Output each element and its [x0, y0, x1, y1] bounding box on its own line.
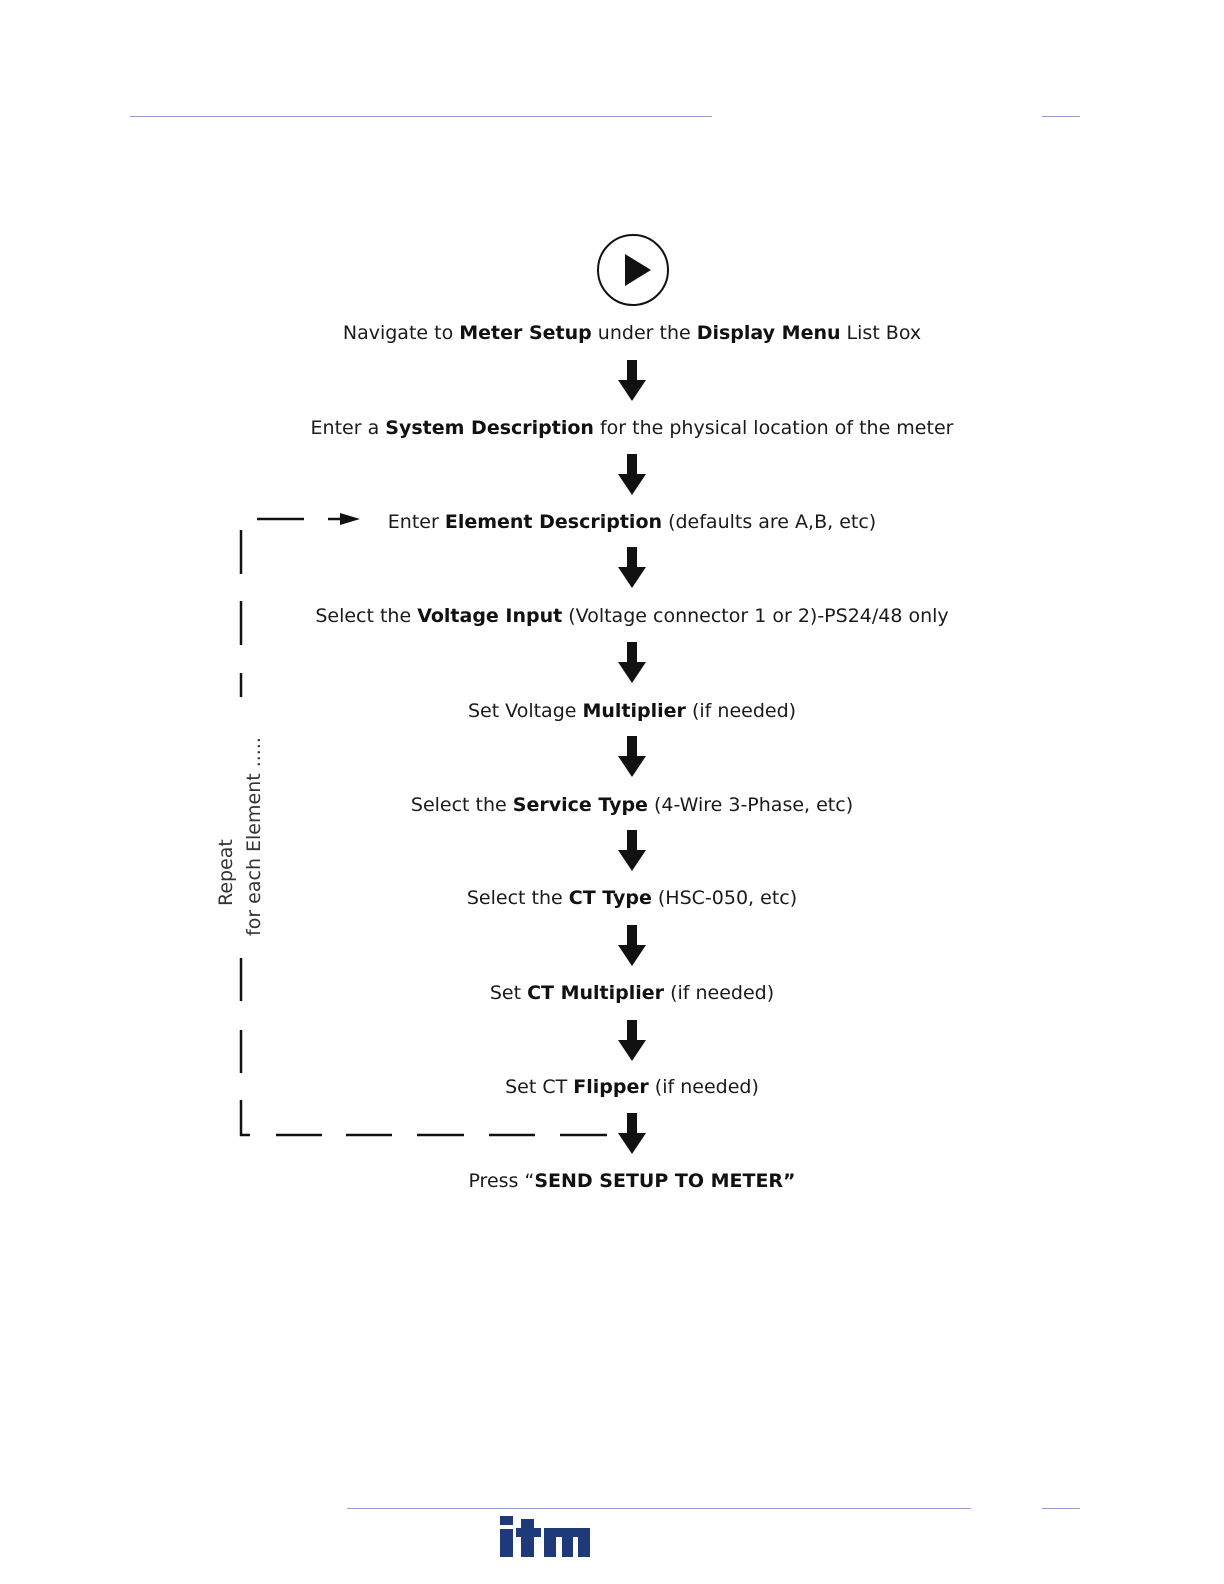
step-voltage-multiplier: Set Voltage Multiplier (if needed): [232, 699, 1032, 723]
footer-rule-left: [347, 1508, 971, 1509]
step-text: (if needed): [664, 982, 775, 1004]
step-text: for the physical location of the meter: [593, 417, 954, 439]
arrow-down-icon: [618, 1113, 646, 1154]
step-navigate-meter-setup: Navigate to Meter Setup under the Displa…: [232, 321, 1032, 345]
step-keyword: CT Type: [568, 887, 652, 909]
arrow-down-icon: [618, 547, 646, 588]
step-keyword: Meter Setup: [459, 322, 592, 344]
arrow-down-icon: [618, 925, 646, 966]
repeat-label-line1: Repeat: [215, 839, 237, 906]
step-text: Set Voltage: [467, 700, 583, 722]
step-text: (4-Wire 3-Phase, etc): [647, 794, 854, 816]
step-keyword: Flipper: [573, 1076, 649, 1098]
step-ct-flipper: Set CT Flipper (if needed): [232, 1075, 1032, 1099]
step-text: (Voltage connector 1 or 2)-PS24/48 only: [562, 605, 949, 627]
step-service-type: Select the Service Type (4-Wire 3-Phase,…: [232, 793, 1032, 817]
arrow-down-icon: [618, 1020, 646, 1061]
step-text: Enter: [387, 511, 445, 533]
step-text: (if needed): [685, 700, 797, 722]
arrow-down-icon: [618, 360, 646, 401]
step-keyword: Voltage Input: [417, 605, 563, 627]
step-text: Select the: [315, 605, 418, 627]
arrow-down-icon: [618, 736, 646, 777]
header-rule-left: [130, 116, 712, 117]
step-keyword: Service Type: [512, 794, 648, 816]
arrow-down-icon: [618, 642, 646, 683]
step-ct-multiplier: Set CT Multiplier (if needed): [232, 981, 1032, 1005]
step-keyword: CT Multiplier: [527, 982, 665, 1004]
step-text: under the: [591, 322, 697, 344]
play-icon: [597, 234, 669, 306]
step-text: Select the: [466, 887, 569, 909]
itm-logo: itm: [500, 1516, 590, 1557]
step-keyword: Display Menu: [696, 322, 841, 344]
step-text: Set: [489, 982, 528, 1004]
footer-rule-right: [1042, 1508, 1080, 1509]
step-send-setup: Press “SEND SETUP TO METER”: [232, 1169, 1032, 1193]
step-text: List Box: [840, 322, 922, 344]
step-text: (defaults are A,B, etc): [662, 511, 877, 533]
arrow-down-icon: [618, 454, 646, 495]
step-element-description: Enter Element Description (defaults are …: [232, 510, 1032, 534]
arrow-right-icon: [340, 513, 360, 525]
step-text: Press “: [468, 1170, 535, 1192]
step-text: Set CT: [505, 1076, 574, 1098]
step-voltage-input: Select the Voltage Input (Voltage connec…: [232, 604, 1032, 628]
repeat-label-line2: for each Element .....: [243, 737, 265, 936]
arrow-down-icon: [618, 830, 646, 871]
step-text: Navigate to: [342, 322, 460, 344]
step-keyword: Element Description: [444, 511, 663, 533]
step-text: (if needed): [648, 1076, 759, 1098]
step-ct-type: Select the CT Type (HSC-050, etc): [232, 886, 1032, 910]
step-text: (HSC-050, etc): [651, 887, 798, 909]
step-system-description: Enter a System Description for the physi…: [232, 416, 1032, 440]
header-rule-right: [1042, 116, 1080, 117]
step-keyword: System Description: [385, 417, 594, 439]
step-keyword: SEND SETUP TO METER”: [534, 1170, 796, 1192]
step-text: Select the: [410, 794, 513, 816]
step-keyword: Multiplier: [582, 700, 686, 722]
step-text: Enter a: [310, 417, 386, 439]
repeat-label: Repeat for each Element .....: [212, 716, 272, 936]
